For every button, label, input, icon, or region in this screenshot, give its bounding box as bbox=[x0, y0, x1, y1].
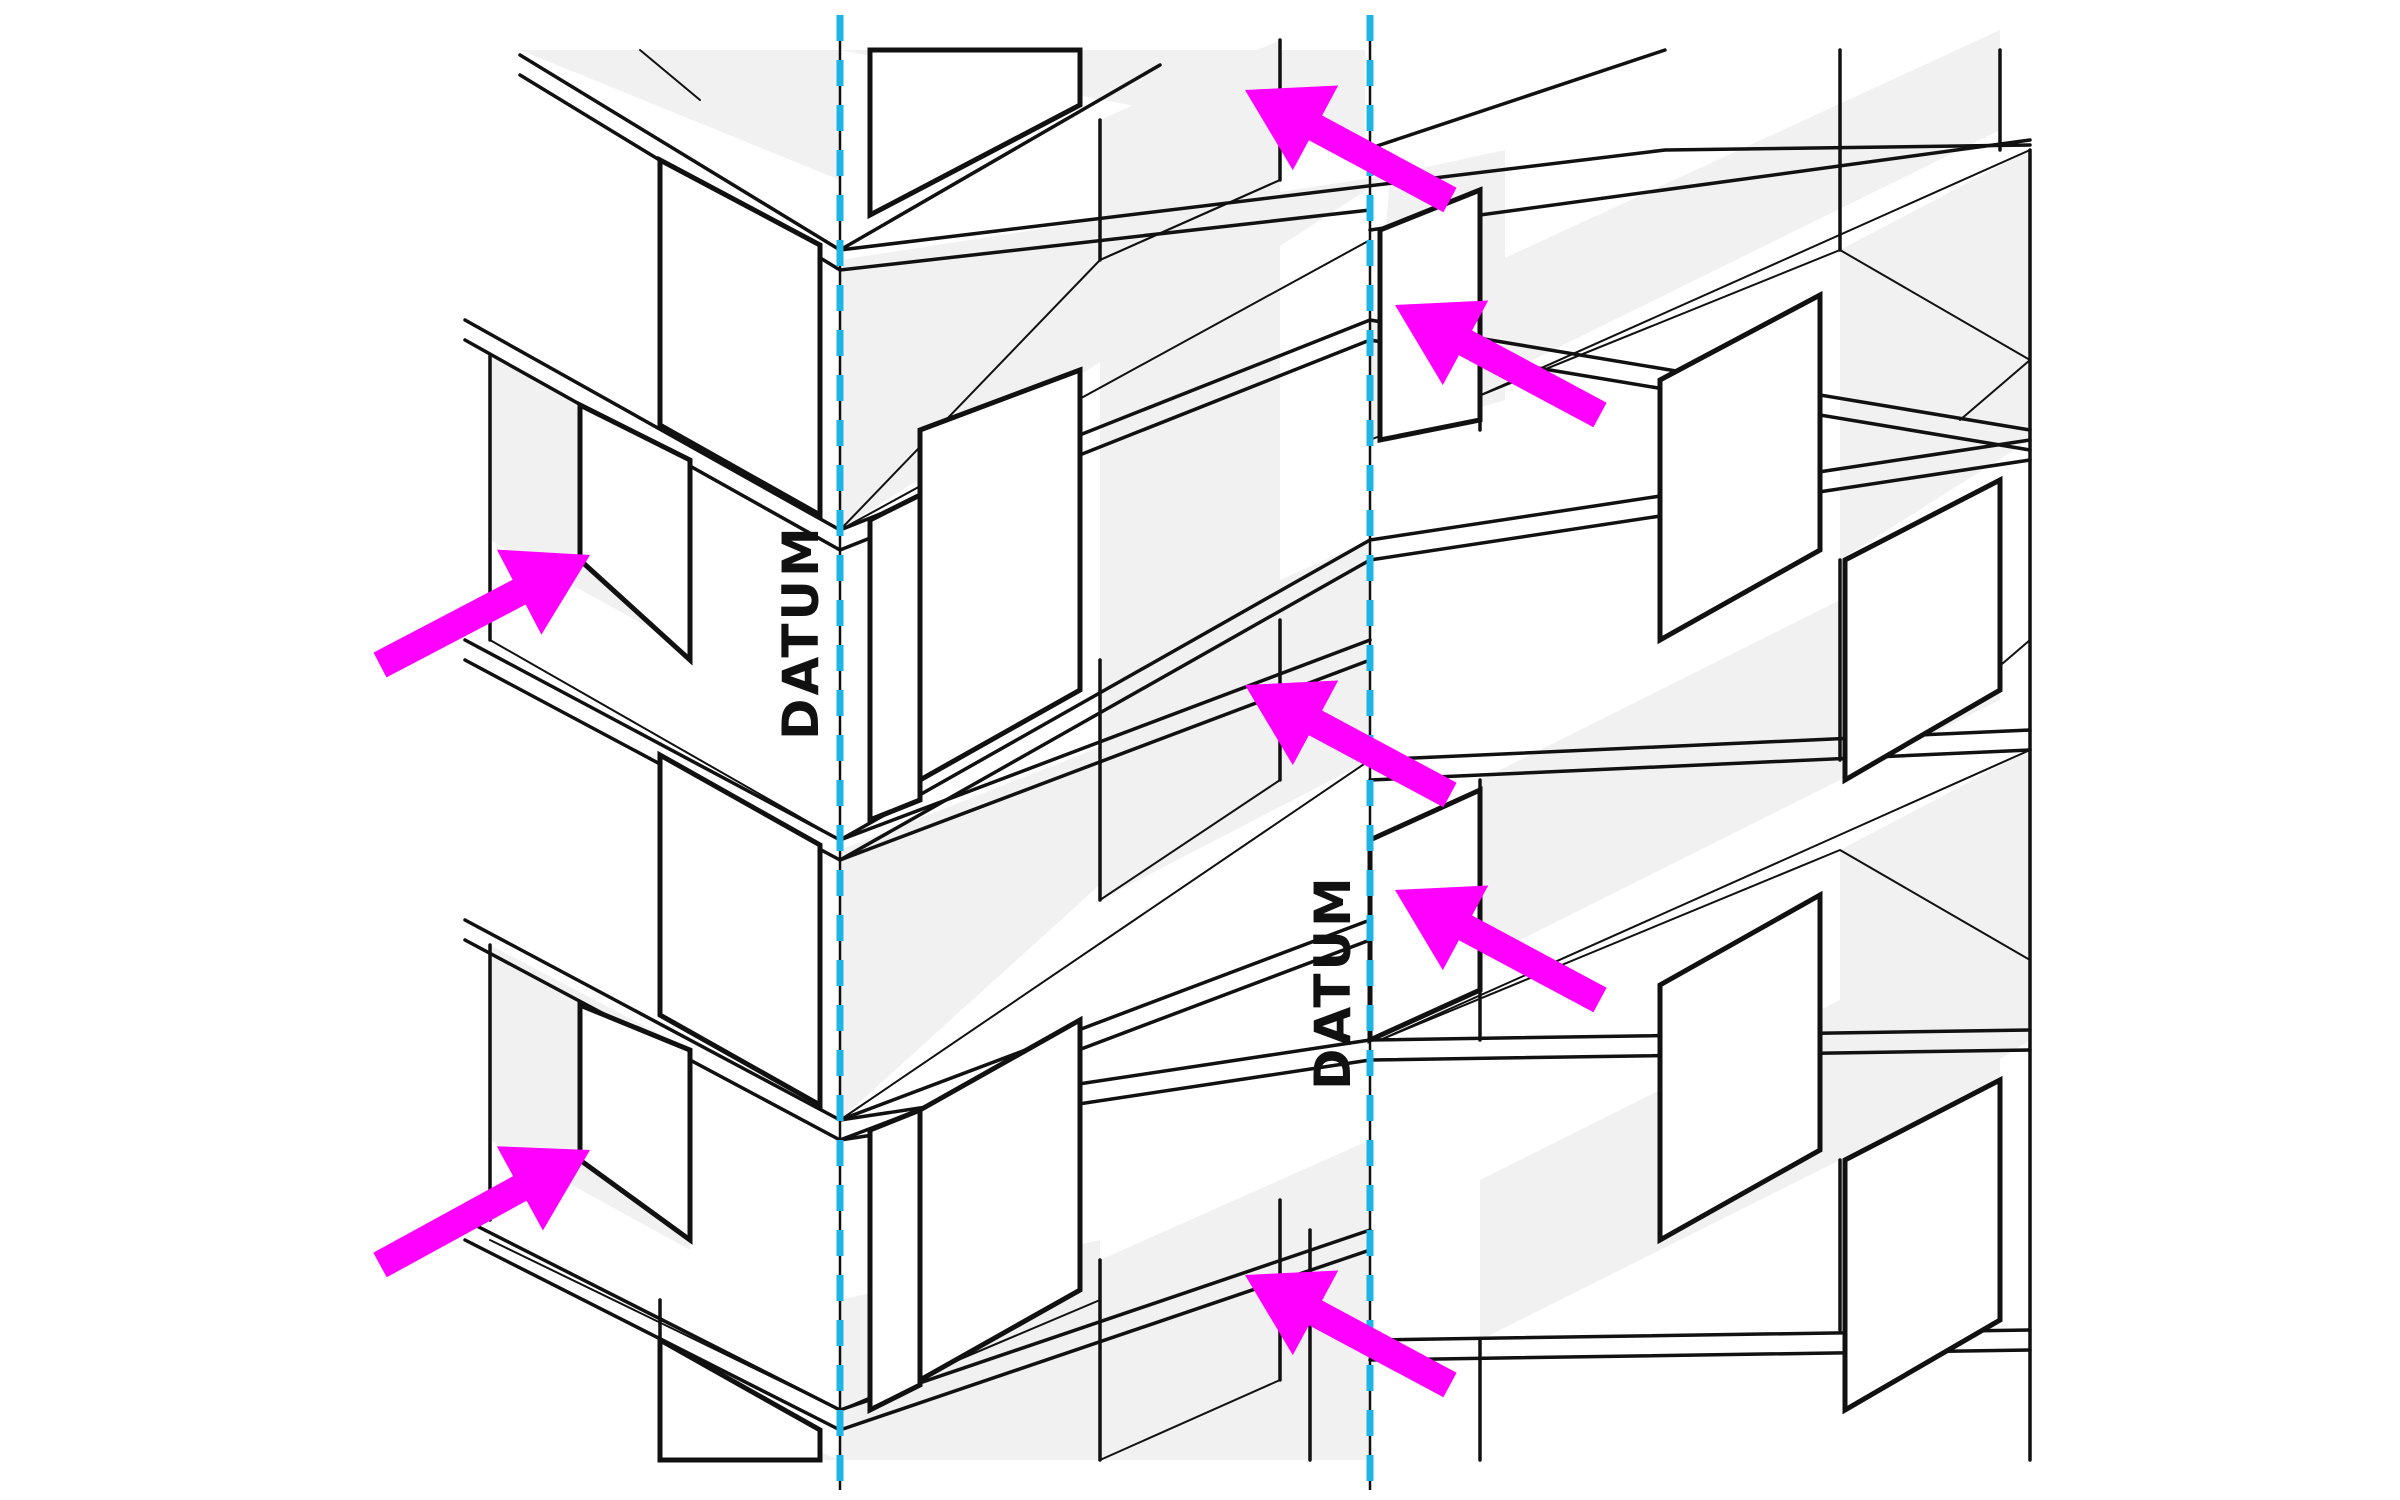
arrow bbox=[1245, 680, 1457, 808]
fold-line bbox=[1379, 749, 2031, 1041]
window bbox=[657, 155, 823, 520]
fold-line bbox=[1379, 149, 2031, 441]
window bbox=[867, 47, 1083, 220]
window bbox=[1842, 1075, 2003, 1415]
arrow bbox=[1245, 85, 1457, 213]
arrows bbox=[373, 85, 1607, 1398]
shade-panel bbox=[1840, 150, 2030, 560]
window bbox=[1657, 890, 1823, 1245]
arrow bbox=[1395, 300, 1607, 428]
datum-label: DATUM bbox=[772, 524, 830, 740]
fold-line bbox=[489, 639, 841, 841]
window bbox=[657, 750, 823, 1110]
vertical-edges bbox=[488, 38, 2032, 1462]
fold-line bbox=[1099, 779, 1281, 901]
arrow bbox=[1395, 885, 1607, 1013]
window bbox=[867, 1106, 923, 1415]
arrow bbox=[1245, 1270, 1457, 1398]
window bbox=[1657, 290, 1823, 645]
window bbox=[917, 1015, 1083, 1385]
arrow bbox=[373, 1146, 590, 1278]
window bbox=[577, 400, 693, 666]
fold-line bbox=[1959, 359, 2031, 421]
shade-panel bbox=[520, 50, 840, 180]
window bbox=[577, 1001, 693, 1245]
fold-line bbox=[489, 1239, 841, 1411]
window bbox=[867, 490, 923, 824]
shade-panel bbox=[1370, 30, 2000, 440]
fold-line bbox=[639, 49, 701, 101]
window bbox=[657, 1335, 823, 1463]
window bbox=[1842, 475, 2003, 785]
slab-edge bbox=[1363, 48, 1667, 152]
shade-panel bbox=[840, 640, 1370, 1120]
fold-line bbox=[1099, 1379, 1281, 1461]
slab-edge bbox=[838, 208, 1372, 272]
shade-panel bbox=[1100, 1140, 1370, 1460]
fold-line bbox=[1099, 179, 1281, 261]
datum-label: DATUM bbox=[1304, 874, 1362, 1090]
slab-edge bbox=[838, 143, 2032, 252]
arrow bbox=[373, 549, 590, 678]
slab-edge bbox=[1368, 748, 2032, 782]
fold-line bbox=[839, 759, 1371, 1121]
